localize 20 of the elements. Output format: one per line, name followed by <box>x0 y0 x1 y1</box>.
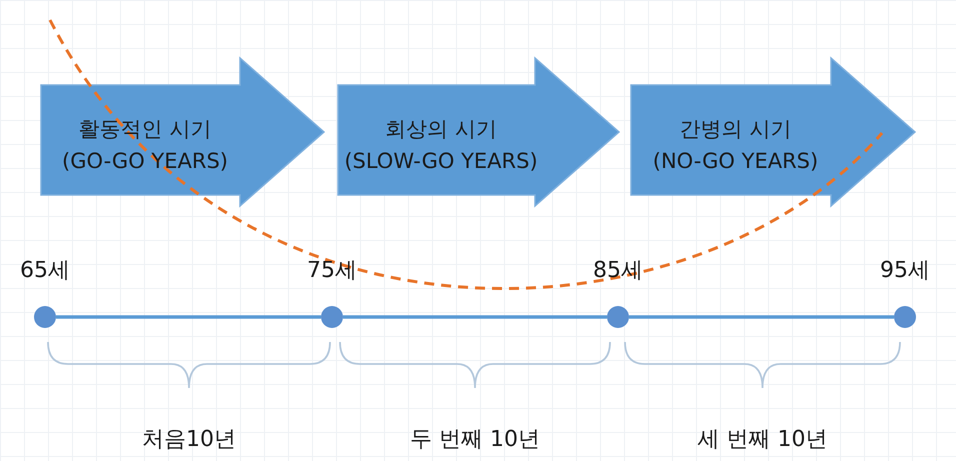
timeline-segment <box>629 315 894 319</box>
timeline-segment <box>56 315 321 319</box>
arrow-subtitle: (NO-GO YEARS) <box>652 149 820 173</box>
arrow-heading: 활동적인 시기 <box>78 116 212 143</box>
period-label: 처음10년 <box>141 426 237 454</box>
period-label: 세 번째 10년 <box>696 426 828 454</box>
arrow-heading: 회상의 시기 <box>384 116 498 143</box>
age-label: 95세 <box>879 257 931 285</box>
arrow-subtitle: (GO-GO YEARS) <box>61 149 229 173</box>
age-label: 75세 <box>306 257 358 285</box>
timeline-dot <box>321 306 343 328</box>
timeline-dot <box>34 306 56 328</box>
timeline-dot <box>894 306 916 328</box>
age-label: 85세 <box>592 257 644 285</box>
timeline-dot <box>607 306 629 328</box>
age-label: 65세 <box>19 257 71 285</box>
period-label: 두 번째 10년 <box>409 426 541 454</box>
timeline-segment <box>343 315 607 319</box>
arrow-heading: 간병의 시기 <box>678 116 792 143</box>
arrow-subtitle: (SLOW-GO YEARS) <box>343 149 539 173</box>
